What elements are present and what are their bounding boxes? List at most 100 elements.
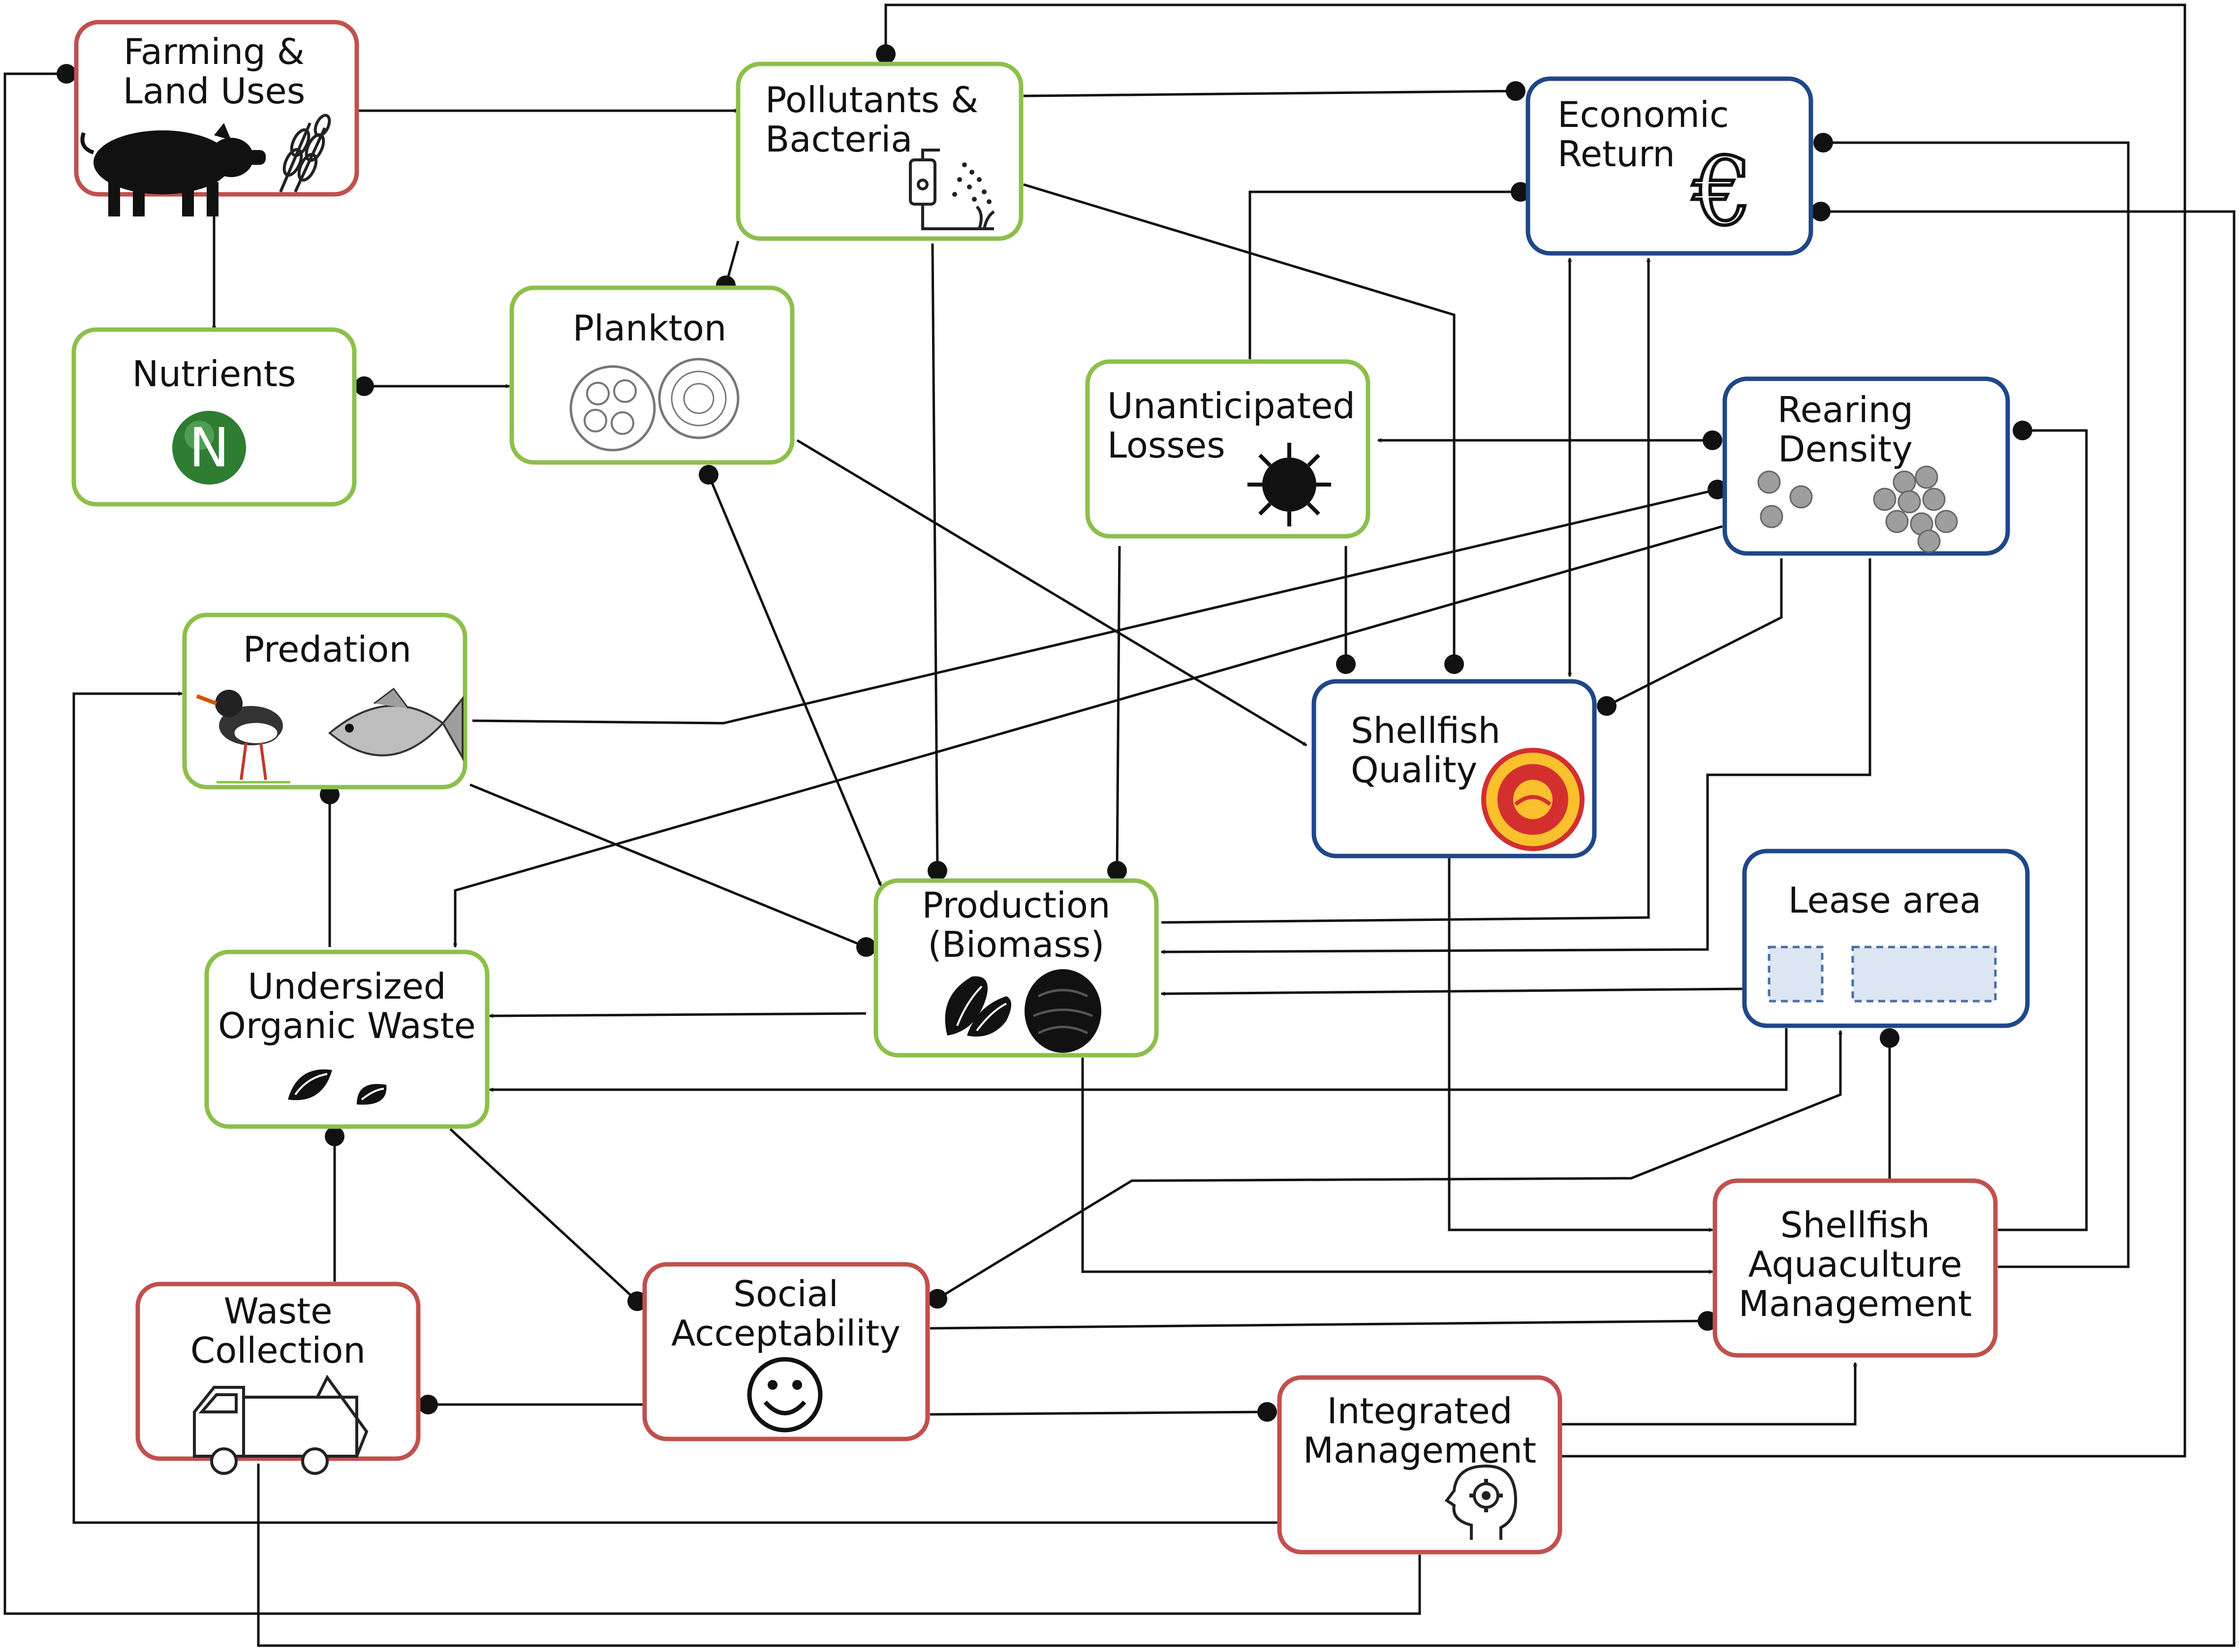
node-production: Production(Biomass) — [873, 878, 1159, 1058]
node-box-integrated — [1277, 1375, 1562, 1555]
node-label-predation: Predation — [243, 629, 411, 670]
edge-social-integrated — [930, 1410, 1268, 1416]
nitrogen-symbol: N — [189, 416, 229, 479]
edge-unanticipated-economic — [1248, 190, 1521, 359]
node-label-plankton: Plankton — [573, 307, 727, 349]
node-label-rearing: Density — [1778, 428, 1913, 470]
plankton-icon — [569, 358, 740, 452]
fish-icon — [328, 687, 464, 762]
node-label-farming: Land Uses — [123, 70, 305, 112]
node-box-social — [642, 1262, 930, 1441]
edge-dot — [418, 1395, 438, 1414]
edge-management-rearing — [1998, 429, 2088, 1231]
icons: € N — [80, 114, 1997, 1540]
node-label-management: Management — [1739, 1283, 1972, 1324]
edge-production-economic — [1161, 258, 1648, 924]
edge-dot — [1257, 1402, 1277, 1422]
node-label-social: Acceptability — [671, 1313, 901, 1354]
edge-unanticipated-production — [1116, 546, 1121, 871]
edge-integrated-predation — [72, 694, 1279, 1524]
node-label-economic: Return — [1557, 133, 1675, 175]
edge-plankton-quality — [796, 439, 1306, 747]
node-label-quality: Quality — [1351, 749, 1477, 791]
edge-lease-undersized — [490, 1028, 1788, 1090]
edge-dot — [1708, 480, 1727, 499]
edge-social-management — [930, 1319, 1708, 1330]
node-box-pollutants — [736, 61, 1024, 241]
edge-predation-production — [469, 783, 867, 948]
small-shells-icon — [288, 1069, 387, 1105]
oystercatcher-icon — [196, 690, 290, 784]
node-label-farming: Farming & — [124, 31, 305, 72]
edge-dot — [856, 937, 876, 957]
head-gear-icon — [1444, 1464, 1518, 1540]
edge-dot — [1703, 430, 1722, 450]
edges — [3, 3, 2236, 1647]
node-label-management: Shellfish — [1780, 1204, 1930, 1246]
node-label-pollutants: Pollutants & — [765, 79, 978, 121]
sprayer-icon — [909, 149, 995, 230]
mussel-icon — [945, 976, 1011, 1037]
edge-rearing-production — [1161, 558, 1871, 952]
edge-dot — [928, 861, 947, 881]
pig-icon — [80, 123, 266, 216]
euro-symbol: € — [1692, 137, 1752, 246]
lease-plots-icon — [1768, 946, 1997, 1003]
node-label-undersized: Undersized — [248, 966, 446, 1007]
oyster-icon — [1025, 969, 1101, 1053]
node-label-integrated: Management — [1303, 1430, 1536, 1471]
node-label-waste: Waste — [224, 1290, 333, 1332]
node-label-lease: Lease area — [1788, 880, 1982, 921]
edge-integrated-pollutants — [884, 3, 2186, 1458]
node-label-production: Production — [922, 885, 1110, 926]
edge-dot — [1597, 696, 1617, 716]
edge-dot — [876, 44, 896, 64]
node-label-production: (Biomass) — [928, 924, 1105, 965]
node-label-unanticipated: Losses — [1107, 425, 1225, 466]
edge-farming-integrated — [3, 72, 1421, 1615]
node-box-economic — [1525, 76, 1813, 256]
edge-dot — [1880, 1028, 1899, 1048]
node-box-undersized — [204, 949, 490, 1129]
node-box-waste — [135, 1282, 421, 1461]
node-label-nutrients: Nutrients — [132, 353, 296, 395]
edge-dot — [1506, 81, 1525, 101]
node-box-management — [1712, 1178, 1998, 1358]
edge-dot — [1811, 202, 1831, 221]
pebbles-icon — [1757, 465, 1958, 553]
quality-seal-icon — [1481, 748, 1585, 851]
node-label-economic: Economic — [1557, 94, 1729, 135]
virus-icon — [1247, 443, 1331, 526]
edge-lease-production — [1161, 987, 1745, 994]
edge-plankton-production — [707, 474, 882, 886]
edge-production-management — [1081, 1058, 1712, 1272]
edge-dot — [354, 376, 374, 396]
node-label-integrated: Integrated — [1327, 1390, 1512, 1432]
node-label-quality: Shellfish — [1351, 710, 1500, 751]
nodes: Farming &Land Uses Pollutants &Bacteria Ec… — [71, 20, 2030, 1555]
nitrogen-icon: N — [172, 411, 246, 485]
edge-management-economic — [1823, 141, 2130, 1268]
edge-social-lease — [936, 1031, 1840, 1300]
edge-dot — [1511, 182, 1530, 202]
edge-dot — [2013, 421, 2032, 440]
node-label-rearing: Rearing — [1777, 389, 1913, 430]
edge-pollutants-production — [931, 243, 939, 871]
node-label-management: Aquaculture — [1748, 1244, 1962, 1285]
node-label-unanticipated: Unanticipated — [1107, 385, 1355, 427]
node-label-undersized: Organic Waste — [218, 1005, 476, 1046]
edge-dot — [1444, 654, 1464, 674]
node-pollutants: Pollutants &Bacteria — [736, 61, 1024, 241]
edge-pollutants-economic — [1023, 90, 1516, 97]
edge-dot — [1107, 861, 1127, 881]
node-label-social: Social — [733, 1273, 838, 1315]
edge-dot — [1813, 133, 1833, 153]
edge-dot — [320, 785, 340, 804]
